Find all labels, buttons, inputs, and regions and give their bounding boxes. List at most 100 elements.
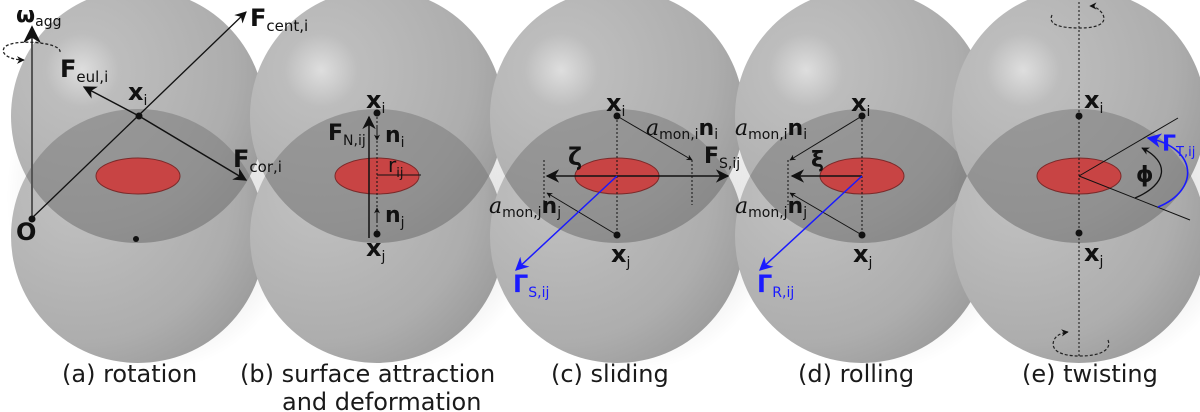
particle-j-center bbox=[858, 231, 866, 239]
x-j-subscript: j bbox=[625, 255, 630, 271]
a-mon-i-vector bbox=[789, 115, 863, 161]
a-mon-j-vector bbox=[546, 192, 618, 236]
x-i-symbol: x bbox=[606, 89, 622, 117]
x-i-subscript: i bbox=[1099, 101, 1103, 117]
gamma-r-symbol: Γ bbox=[757, 270, 772, 298]
gamma-t-subscript: T,ij bbox=[1175, 145, 1195, 160]
svg-text:amon,jnj: amon,jnj bbox=[735, 194, 807, 221]
x-j-subscript: j bbox=[1098, 254, 1103, 270]
f-n-symbol: F bbox=[328, 121, 343, 146]
svg-text:amon,jnj: amon,jnj bbox=[489, 194, 561, 221]
n-i-symbol: n bbox=[385, 123, 401, 148]
svg-text:FN,ij: FN,ij bbox=[328, 121, 366, 149]
a-mon-i-subscript: mon,i bbox=[748, 127, 787, 143]
svg-text:xi: xi bbox=[851, 89, 870, 120]
particle-j-center bbox=[133, 236, 139, 242]
f-cor-subscript: cor,i bbox=[249, 158, 282, 176]
x-i-symbol: x bbox=[366, 86, 382, 114]
caption-e: (e) twisting bbox=[1022, 360, 1158, 388]
a-mon-i-subscript: mon,i bbox=[659, 127, 698, 143]
caption-d: (d) rolling bbox=[798, 360, 914, 388]
svg-text:FS,ij: FS,ij bbox=[704, 144, 740, 172]
panel-c-sliding: xi xj amon,ini amon,jnj ζ FS,ij ΓS,ij (c… bbox=[489, 89, 740, 388]
n-j-subscript: j bbox=[802, 205, 807, 221]
contact-area bbox=[95, 157, 181, 195]
coriolis-force-arrow bbox=[138, 115, 248, 181]
caption-a: (a) rotation bbox=[62, 360, 197, 388]
svg-text:Fcent,i: Fcent,i bbox=[250, 4, 308, 35]
x-i-subscript: i bbox=[143, 93, 147, 109]
a-mon-j-symbol: a bbox=[489, 194, 502, 219]
omega-symbol: ω bbox=[16, 3, 35, 28]
svg-text:amon,ini: amon,ini bbox=[735, 116, 807, 143]
x-i-symbol: x bbox=[1084, 86, 1100, 114]
particle-i-center bbox=[373, 109, 381, 117]
gamma-t-symbol: Γ bbox=[1162, 132, 1176, 157]
particle-j-center bbox=[1075, 229, 1083, 237]
twist-direction-bottom-arrow bbox=[1052, 329, 1110, 357]
svg-text:xi: xi bbox=[128, 78, 147, 109]
n-j-subscript: j bbox=[400, 215, 405, 231]
svg-text:xi: xi bbox=[1084, 86, 1103, 117]
rolling-torque-arrow bbox=[759, 175, 863, 271]
svg-text:nj: nj bbox=[385, 203, 405, 231]
f-n-subscript: N,ij bbox=[343, 133, 366, 149]
svg-text:rij: rij bbox=[388, 153, 403, 181]
svg-text:ΓR,ij: ΓR,ij bbox=[757, 270, 794, 301]
euler-force-arrow bbox=[82, 86, 140, 117]
x-i-symbol: x bbox=[128, 78, 144, 106]
x-j-symbol: x bbox=[1084, 239, 1100, 267]
r-subscript: ij bbox=[396, 166, 403, 181]
a-mon-i-symbol: a bbox=[646, 116, 659, 141]
svg-text:Feul,i: Feul,i bbox=[60, 55, 108, 86]
particle-j-center bbox=[373, 230, 381, 238]
reference-line-upper bbox=[1078, 117, 1179, 177]
sliding-torque-arrow bbox=[515, 175, 618, 271]
r-symbol: r bbox=[388, 153, 397, 177]
svg-text:xj: xj bbox=[1084, 239, 1103, 270]
n-i-subscript: i bbox=[714, 127, 718, 143]
n-i-subscript: i bbox=[401, 135, 405, 151]
panel-e-twisting: xi xj ϕ ΓT,ij (e) twisting bbox=[1022, 2, 1195, 388]
particle-j-center bbox=[613, 231, 621, 239]
contact-area bbox=[334, 157, 420, 195]
xi-label: ξ bbox=[811, 148, 824, 173]
svg-text:ΓT,ij: ΓT,ij bbox=[1162, 132, 1195, 160]
a-mon-i-symbol: a bbox=[735, 116, 748, 141]
svg-text:xi: xi bbox=[606, 89, 625, 120]
caption-c: (c) sliding bbox=[551, 360, 669, 388]
svg-text:ωagg: ωagg bbox=[16, 3, 61, 30]
sphere-layer bbox=[6, 0, 1200, 371]
f-cor-symbol: F bbox=[233, 145, 249, 173]
zeta-label: ζ bbox=[568, 143, 582, 171]
n-j-symbol: n bbox=[542, 194, 558, 219]
omega-subscript: agg bbox=[35, 14, 61, 30]
x-i-subscript: i bbox=[621, 104, 625, 120]
twisting-torque-arc bbox=[1146, 133, 1189, 208]
x-i-subscript: i bbox=[381, 101, 385, 117]
a-mon-i-vector bbox=[616, 115, 693, 161]
x-j-subscript: j bbox=[867, 255, 872, 271]
reference-line-lower bbox=[1078, 175, 1191, 221]
n-i-symbol: n bbox=[788, 116, 804, 141]
a-mon-j-vector bbox=[789, 192, 863, 236]
n-i-subscript: i bbox=[803, 127, 807, 143]
a-mon-j-subscript: mon,j bbox=[748, 205, 787, 221]
gamma-s-symbol: Γ bbox=[513, 270, 528, 298]
gamma-r-subscript: R,ij bbox=[772, 285, 794, 301]
panel-b-surface-attraction: xi xj FN,ij ni nj rij (b) surface attrac… bbox=[240, 86, 495, 412]
particle-pair bbox=[947, 0, 1200, 371]
x-j-symbol: x bbox=[366, 234, 382, 262]
a-mon-j-symbol: a bbox=[735, 194, 748, 219]
svg-text:xj: xj bbox=[611, 240, 630, 271]
particle-i-center bbox=[613, 112, 621, 120]
x-i-subscript: i bbox=[866, 104, 870, 120]
gamma-s-subscript: S,ij bbox=[528, 285, 549, 301]
f-cent-symbol: F bbox=[250, 4, 266, 32]
f-s-symbol: F bbox=[704, 144, 719, 169]
particle-i-center bbox=[135, 112, 143, 120]
svg-text:ΓS,ij: ΓS,ij bbox=[513, 270, 549, 301]
f-eul-symbol: F bbox=[60, 55, 76, 83]
n-j-symbol: n bbox=[385, 203, 401, 228]
svg-text:ni: ni bbox=[385, 123, 405, 151]
